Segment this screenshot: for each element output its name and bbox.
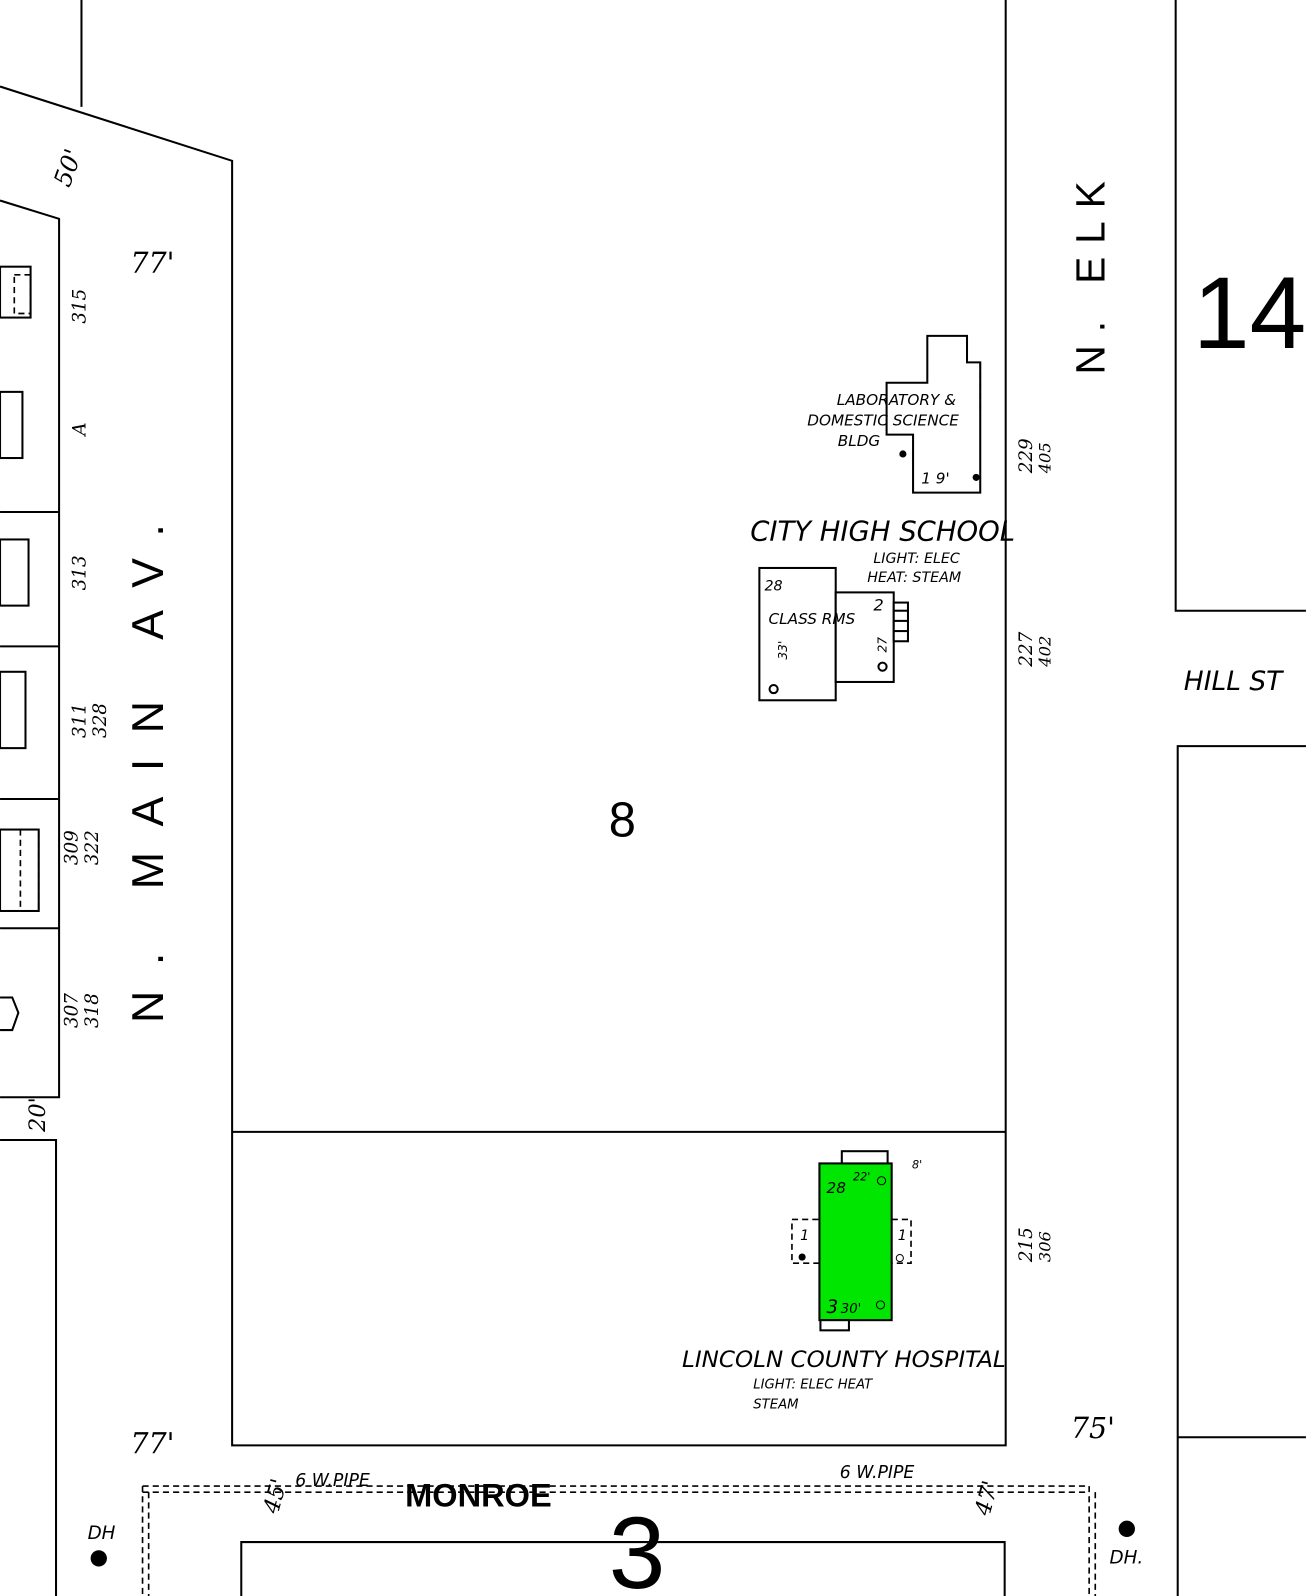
laboratory-building xyxy=(885,334,982,494)
left-lot-buildings xyxy=(0,265,40,1032)
lot-311: 311 xyxy=(70,703,91,738)
lot-a: A xyxy=(70,422,91,437)
addr-306: 306 xyxy=(1035,1231,1054,1262)
dim-47: 47' xyxy=(970,1478,1004,1519)
pipe-label-left: 6 W.PIPE xyxy=(295,1471,370,1491)
class-label: CLASS RMS xyxy=(769,610,856,628)
pipe-label-right: 6 W.PIPE xyxy=(840,1463,915,1483)
street-n-elk: N. ELK xyxy=(1067,181,1113,374)
class-rooms-building xyxy=(758,566,909,702)
street-monroe: MONROE xyxy=(405,1477,552,1513)
lab-label-1: LABORATORY & xyxy=(837,391,956,409)
hydrant-right-icon xyxy=(1118,1520,1135,1537)
street-n-main-av: N. MAIN AV. xyxy=(123,524,173,1023)
hydrant-left-label: DH xyxy=(88,1523,116,1544)
hospital-utilities-2: STEAM xyxy=(753,1398,799,1413)
water-pipes xyxy=(141,1485,1097,1596)
lot-328: 328 xyxy=(90,703,111,738)
block-number-3: 3 xyxy=(609,1496,666,1596)
hydrant-left-icon xyxy=(90,1550,107,1567)
hospital-side-right: 1 xyxy=(898,1228,907,1244)
dim-50: 50' xyxy=(48,145,88,190)
addr-402: 402 xyxy=(1035,636,1054,668)
addr-405: 405 xyxy=(1035,442,1054,474)
hospital-name: LINCOLN COUNTY HOSPITAL xyxy=(682,1347,1006,1373)
hospital-side-left: 1 xyxy=(800,1228,809,1244)
addr-227: 227 xyxy=(1016,631,1037,667)
hospital-stories-top: 28 xyxy=(827,1179,847,1197)
hospital-porch: 8' xyxy=(912,1159,922,1172)
lab-label-3: BLDG xyxy=(838,432,881,450)
annex-height: 27 xyxy=(876,637,890,653)
hospital-height-top: 22' xyxy=(853,1171,870,1184)
dim-77-top: 77' xyxy=(130,247,174,280)
dim-45: 45' xyxy=(258,1476,292,1517)
hospital-building xyxy=(791,1150,912,1332)
lot-318: 318 xyxy=(82,993,103,1028)
school-name: CITY HIGH SCHOOL xyxy=(750,515,1015,547)
dim-77-bottom: 77' xyxy=(130,1428,174,1461)
class-height: 33' xyxy=(776,641,790,660)
lot-309: 309 xyxy=(61,830,82,865)
lab-label-2: DOMESTIC SCIENCE xyxy=(807,411,959,429)
block-number-14: 14 xyxy=(1193,256,1306,370)
annex-stories: 2 xyxy=(873,596,883,615)
lot-322: 322 xyxy=(82,830,103,865)
lot-313: 313 xyxy=(70,555,91,590)
street-hill-st: HILL ST xyxy=(1184,666,1284,697)
school-heat: HEAT: STEAM xyxy=(867,570,961,586)
dim-20: 20' xyxy=(25,1097,51,1133)
class-stories: 28 xyxy=(764,578,782,594)
lot-307: 307 xyxy=(61,993,82,1028)
dim-75: 75' xyxy=(1071,1412,1115,1445)
hospital-stories-bottom: 3 xyxy=(827,1297,839,1318)
hospital-height-bottom: 30' xyxy=(841,1302,861,1317)
addr-215: 215 xyxy=(1016,1227,1037,1263)
block-number-8: 8 xyxy=(609,794,636,848)
hospital-utilities-1: LIGHT: ELEC HEAT xyxy=(753,1377,873,1392)
lot-315: 315 xyxy=(70,289,91,324)
school-light: LIGHT: ELEC xyxy=(873,551,960,567)
addr-229: 229 xyxy=(1016,438,1037,474)
hydrant-right-label: DH. xyxy=(1110,1547,1144,1568)
lab-height: 1 9' xyxy=(921,469,949,487)
